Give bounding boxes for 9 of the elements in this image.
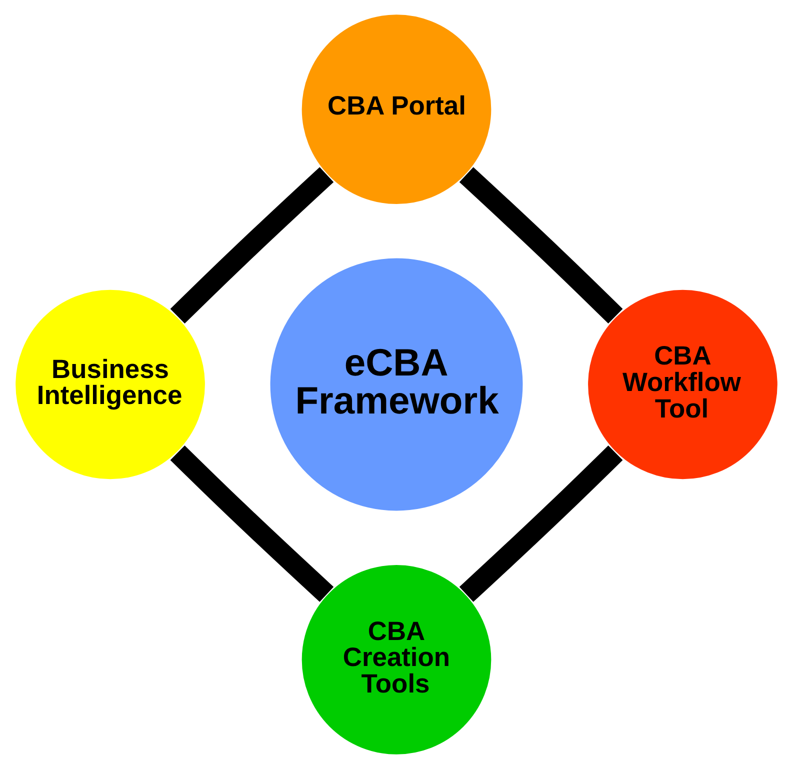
node-circle: CBA Portal <box>300 13 492 206</box>
node-circle: CBA Workflow Tool <box>586 288 778 481</box>
node-circle: CBA Creation Tools <box>300 564 492 756</box>
connector <box>458 167 622 324</box>
node-circle: eCBA Framework <box>268 256 524 512</box>
connector <box>170 167 334 324</box>
connector <box>170 445 334 602</box>
connector <box>458 445 622 602</box>
node-circle: Business Intelligence <box>14 288 206 481</box>
